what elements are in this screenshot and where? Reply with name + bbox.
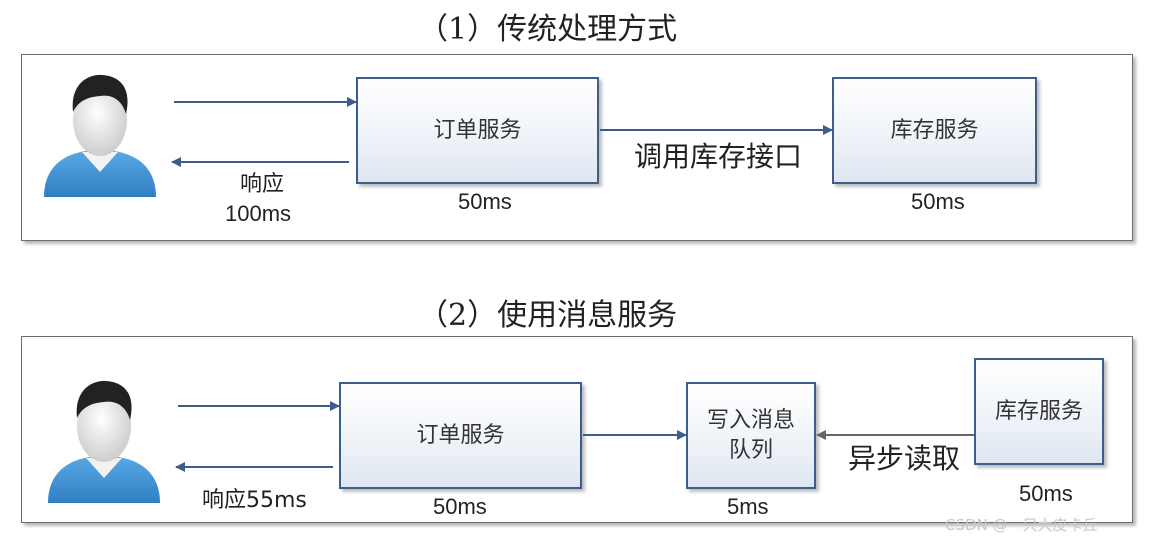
user-icon: [44, 378, 164, 517]
response-label: 响应55ms: [202, 488, 307, 513]
response-label: 响应: [240, 172, 285, 197]
inventory-time: 50ms: [911, 189, 965, 214]
section2-title: （2）使用消息服务: [418, 298, 678, 333]
response-time: 100ms: [225, 201, 292, 226]
queue-time: 5ms: [727, 494, 769, 519]
section1-title: （1）传统处理方式: [418, 12, 678, 47]
call-inventory-label: 调用库存接口: [634, 140, 803, 173]
inventory-time: 50ms: [1019, 481, 1073, 506]
message-queue-label: 写入消息队列: [706, 407, 795, 463]
message-queue-box: 写入消息队列: [686, 382, 816, 489]
user-icon: [40, 72, 160, 211]
inventory-service-label: 库存服务: [994, 398, 1083, 424]
order-service-label: 订单服务: [416, 422, 505, 448]
order-service-box: 订单服务: [356, 77, 599, 184]
order-time: 50ms: [458, 189, 512, 214]
order-time: 50ms: [433, 494, 487, 519]
inventory-service-box: 库存服务: [832, 77, 1037, 184]
order-service-box: 订单服务: [339, 382, 582, 489]
async-read-label: 异步读取: [848, 442, 961, 475]
inventory-service-label: 库存服务: [890, 117, 979, 143]
inventory-service-box: 库存服务: [974, 358, 1104, 465]
order-service-label: 订单服务: [433, 117, 522, 143]
watermark: CSDN @一只大皮卡丘: [945, 516, 1098, 534]
